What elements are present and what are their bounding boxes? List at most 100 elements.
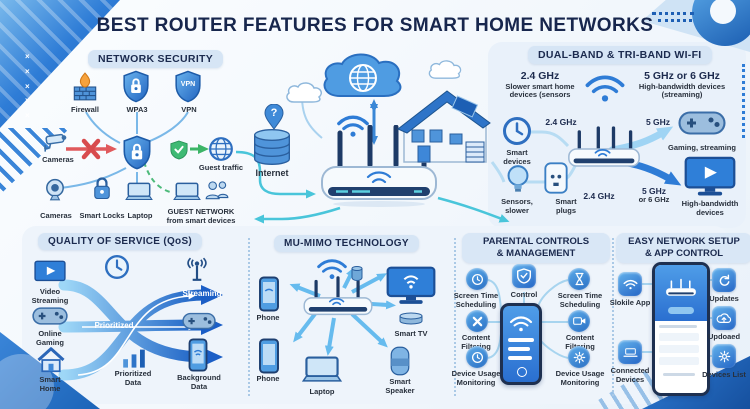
- qos-controller-icon: [182, 312, 216, 330]
- freq-24-desc-2: devices (sensors: [509, 90, 571, 99]
- usage-monitoring-label-left: Device Usage Monitoring: [451, 369, 501, 387]
- dual-band-header: DUAL-BAND & TRI-BAND WI-FI: [528, 46, 712, 64]
- x-marks-decoration: × × × × ×: [25, 52, 30, 121]
- mu-mimo-laptop-label: Laptop: [309, 387, 335, 396]
- control-label: Control: [510, 290, 538, 299]
- app-list-row-2: [659, 345, 699, 353]
- corner-inner-circle-top-right: [710, 0, 736, 24]
- shield-check-icon: [170, 140, 188, 160]
- firewall-label: Firewall: [71, 105, 99, 114]
- easy-setup-header: EASY NETWORK SETUP & APP CONTROL: [616, 233, 750, 263]
- divider-1: [248, 238, 250, 396]
- firewall-icon: [73, 72, 97, 101]
- mu-mimo-header: MU-MIMO TECHNOLOGY: [274, 235, 419, 252]
- smart-tv-box-icon: [399, 312, 423, 325]
- background-data-label: Background Data: [177, 373, 221, 391]
- smart-speaker-icon: [390, 346, 410, 376]
- parental-phone-wifi-icon: [509, 316, 533, 332]
- small-cloud-left-icon: [286, 82, 322, 103]
- connected-devices-label: Connected Devices: [610, 366, 650, 384]
- easy-setup-header-line-1: EASY NETWORK SETUP: [628, 236, 740, 247]
- cloud-icon: [323, 53, 402, 97]
- internet-label: Internet: [255, 168, 289, 178]
- app-wifi-tile-icon: [618, 272, 642, 296]
- devices-list-label: Devices List: [702, 370, 746, 379]
- sensor-bulb-icon: [507, 165, 529, 192]
- app-button: [668, 307, 694, 314]
- security-shield-lock-icon: [123, 135, 151, 170]
- smart-locks-label: Smart Locks: [79, 211, 125, 220]
- freq-5-desc-1: High-bandwidth devices: [638, 82, 726, 91]
- content-filter-camera-icon-right: [568, 310, 590, 332]
- screen-time-label-right: Screen Time Scheduling: [557, 291, 603, 309]
- dots-decoration-top-right: [652, 12, 694, 15]
- internet-database-icon: [254, 129, 290, 165]
- router-wifi-signal-icon: [337, 115, 369, 137]
- dots-decoration-top-right-2: [658, 19, 692, 22]
- usage-monitoring-label-right: Device Usage Monitoring: [555, 369, 605, 387]
- upload-label: Updoaed: [707, 332, 741, 341]
- smart-tv-icon: [386, 266, 436, 304]
- phone-home-button: [517, 367, 527, 377]
- gaming-label: Gaming, streaming: [668, 143, 736, 152]
- streaming-arrow-label: Streaming: [182, 289, 222, 298]
- label-24-mid: 2.4 GHz: [545, 117, 577, 127]
- smart-home-icon: [37, 347, 65, 373]
- screen-time-hourglass-icon-right: [568, 268, 590, 290]
- freq-5-desc-2: (streaming): [661, 90, 703, 99]
- question-mark-text: ?: [270, 107, 278, 119]
- updates-refresh-icon: [712, 268, 736, 292]
- app-router-image: [666, 278, 696, 296]
- online-gaming-label: Online Gaming: [36, 329, 64, 347]
- parental-header-line-2: & MANAGEMENT: [496, 247, 576, 259]
- band-router-icon: [568, 126, 640, 167]
- smart-plugs-label: Smart plugs: [555, 197, 577, 215]
- app-list-title-bar: [659, 325, 697, 328]
- guest-network-label-1: GUEST NETWORK: [167, 207, 235, 216]
- cup-device-icon: [351, 266, 363, 281]
- smart-speaker-label: Smart Speaker: [385, 377, 415, 395]
- band-wifi-icon: [585, 75, 625, 102]
- qos-clock-icon: [104, 254, 130, 280]
- freq-5-title: 5 GHz or 6 GHz: [644, 70, 720, 82]
- setup-app-phone: [652, 262, 710, 396]
- qos-phone-icon: [188, 338, 208, 372]
- prioritized-arrow-label: Prioritized: [94, 321, 134, 330]
- mu-mimo-laptop-icon: [301, 356, 343, 382]
- phone-1-label: Phone: [256, 313, 280, 322]
- smart-devices-label: Smart devices: [503, 148, 531, 166]
- smart-plug-icon: [544, 162, 568, 194]
- smart-home-house-icon: [397, 90, 491, 163]
- laptop-icon: [125, 182, 153, 201]
- prioritized-data-bars-icon: [123, 349, 145, 368]
- internet-pin-icon: ?: [264, 104, 284, 130]
- prioritized-data-label: Prioritized Data: [114, 369, 152, 387]
- devices-list-gear-icon: [712, 344, 736, 368]
- divider-2: [454, 238, 456, 396]
- video-streaming-label: Video Streaming: [31, 287, 69, 305]
- slider-bar-1: [508, 338, 534, 342]
- mu-mimo-router-icon: [303, 276, 373, 316]
- cameras-top-label: Cameras: [42, 155, 74, 164]
- parental-header: PARENTAL CONTROLS & MANAGEMENT: [462, 233, 610, 263]
- parental-header-line-1: PARENTAL CONTROLS: [482, 236, 590, 247]
- streaming-antenna-icon: [187, 257, 207, 281]
- app-hero-area: [655, 265, 707, 321]
- wpa3-label: WPA3: [126, 105, 148, 114]
- label-5-low-2: or 6 GHz: [638, 195, 670, 204]
- label-24-low: 2.4 GHz: [583, 191, 615, 201]
- high-bandwidth-tv-icon: [684, 156, 736, 196]
- mu-mimo-phone-2-icon: [259, 338, 279, 374]
- security-camera-icon: [44, 133, 67, 152]
- freq-24-title: 2.4 GHz: [520, 70, 560, 82]
- parental-phone: [500, 303, 542, 385]
- smart-home-label: Smart Home: [39, 375, 61, 393]
- laptop-label: Laptop: [127, 211, 153, 220]
- sensors-label: Sensors, slower: [501, 197, 533, 215]
- qos-header: QUALITY OF SERVICE (QoS): [38, 233, 203, 250]
- high-bandwidth-label: High-bandwidth devices: [681, 199, 739, 217]
- cameras-bottom-label: Cameras: [40, 211, 72, 220]
- mu-mimo-wifi-icon: [317, 259, 347, 280]
- app-list-row-1: [659, 333, 699, 341]
